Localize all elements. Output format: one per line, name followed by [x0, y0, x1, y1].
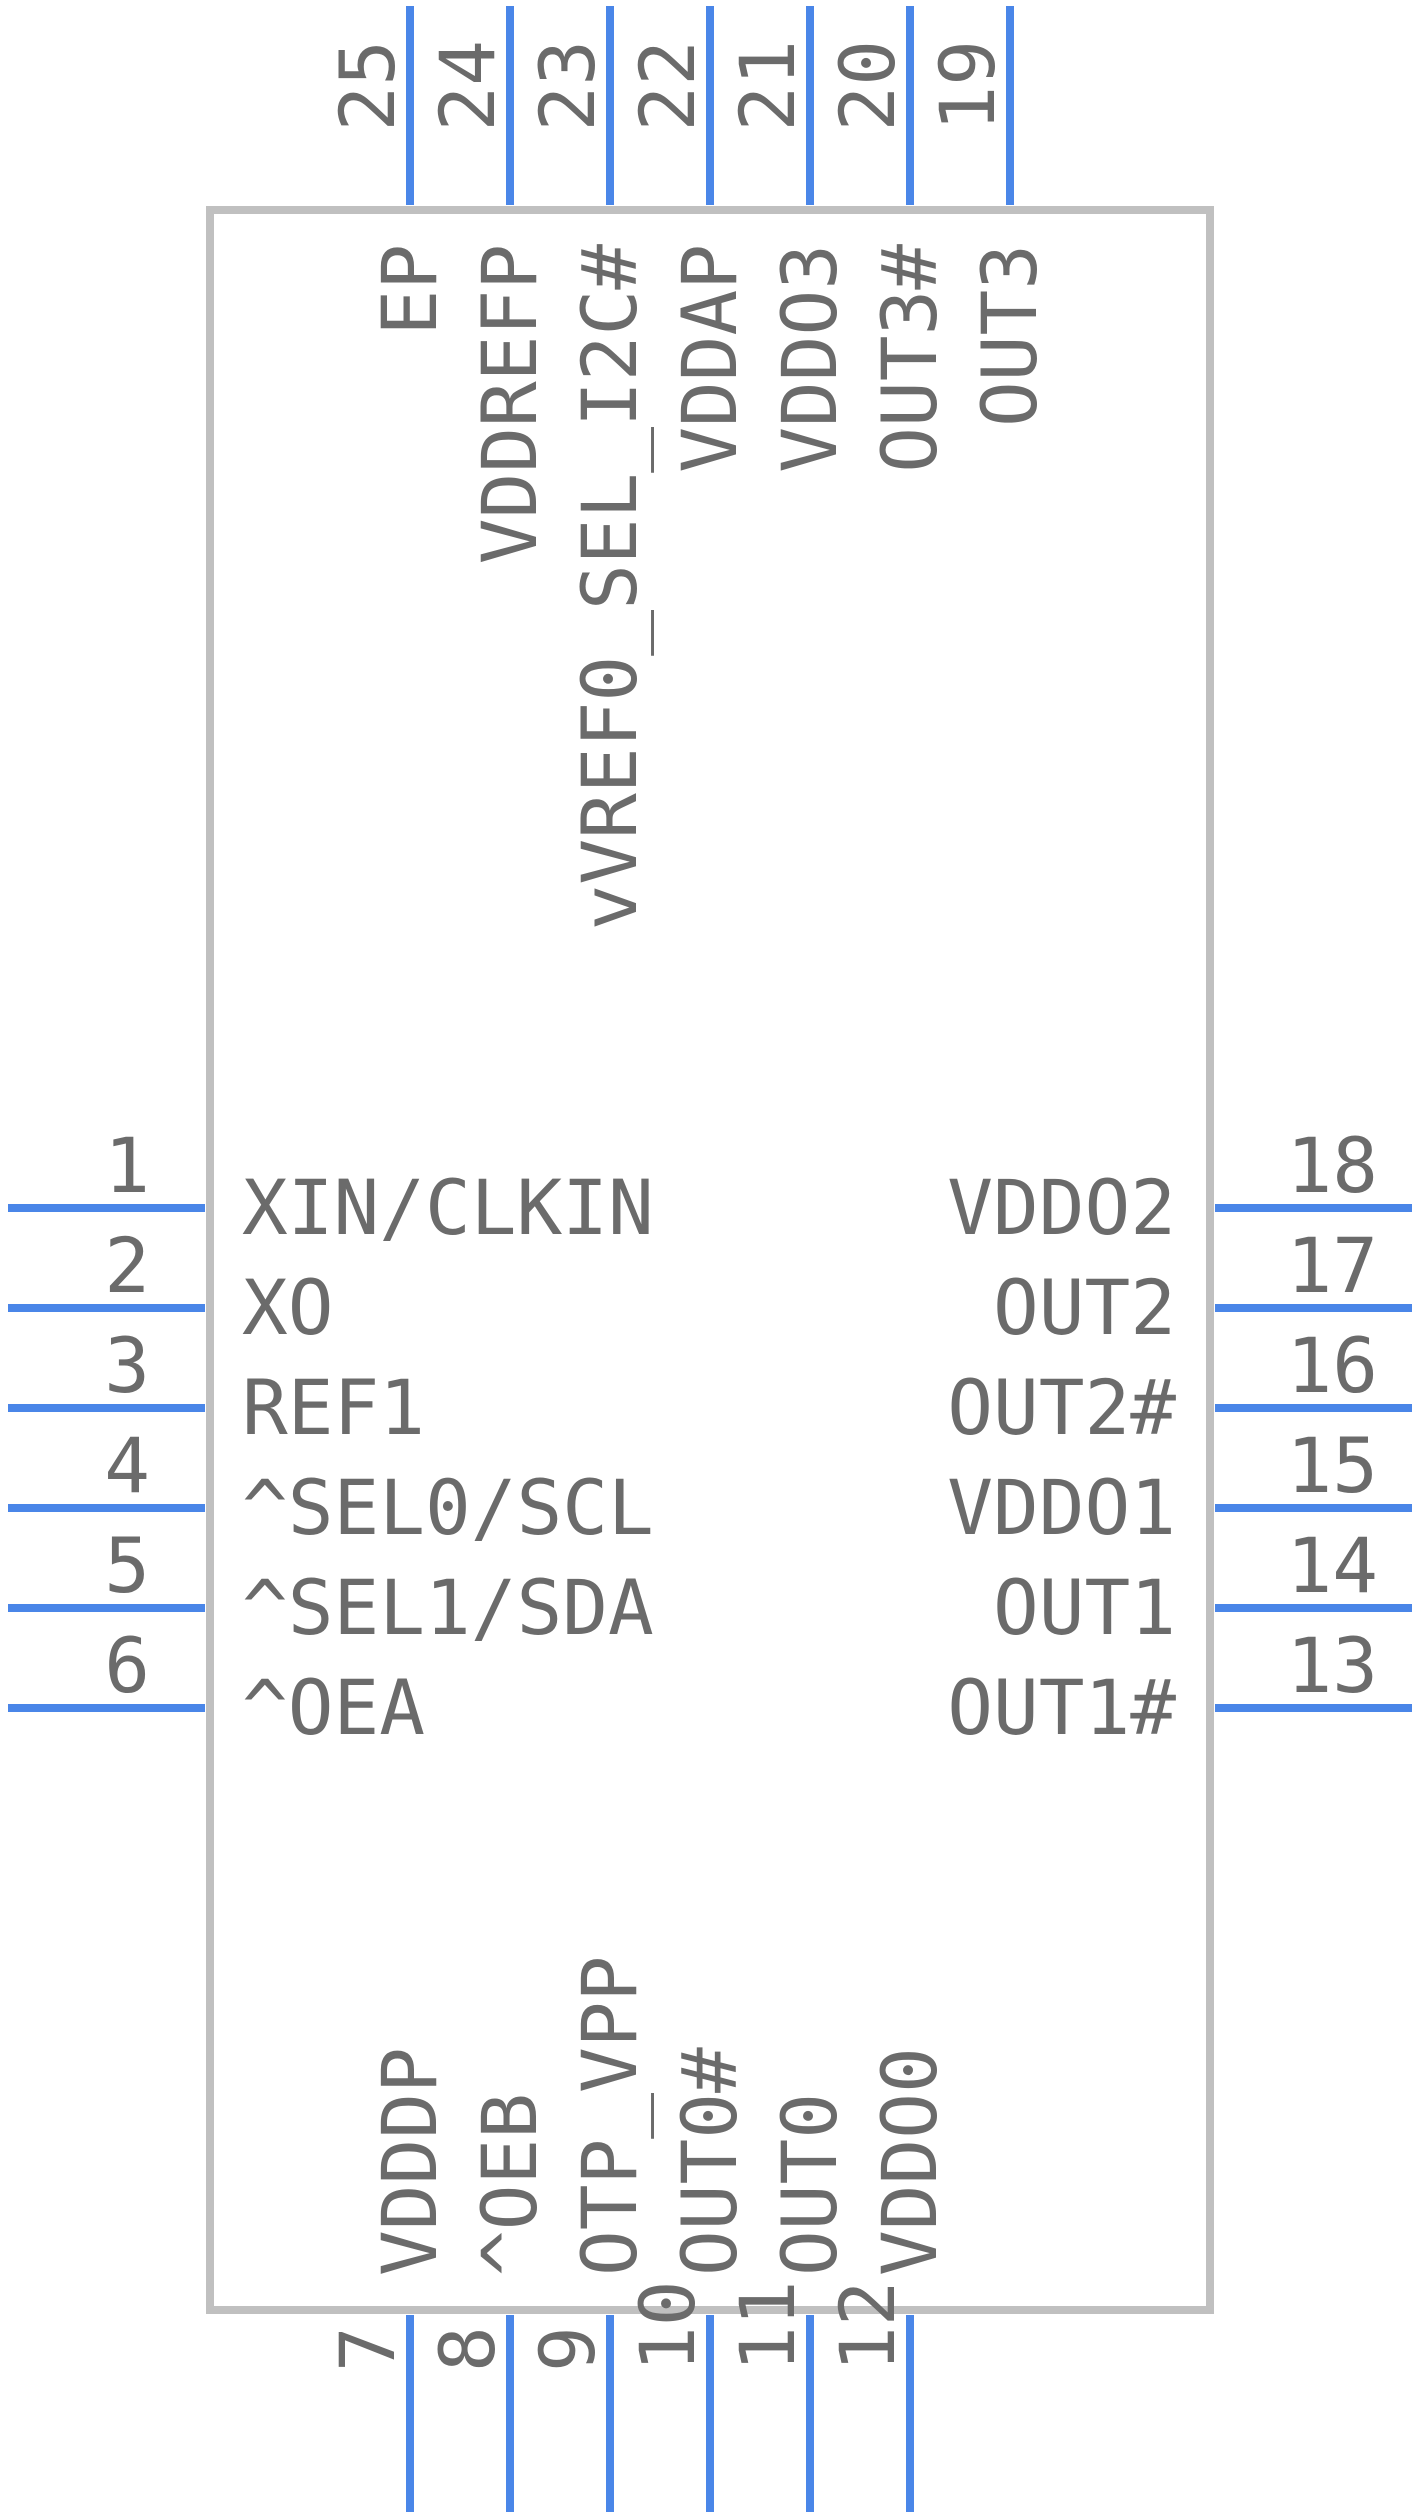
pin-number-21: 21	[723, 40, 812, 132]
pin-label-24: VDDREFP	[465, 244, 554, 564]
pin-label-16: OUT2#	[947, 1363, 1176, 1452]
pin-label-6: ^OEA	[242, 1663, 425, 1752]
pin-label-25: EP	[365, 244, 454, 336]
pin-label-15: VDDO1	[947, 1463, 1176, 1552]
pin-label-22: VDDAP	[665, 244, 754, 473]
pin-number-11: 11	[723, 2280, 812, 2372]
pin-label-20: OUT3#	[865, 244, 954, 473]
pin-number-13: 13	[1286, 1621, 1378, 1710]
pin-number-5: 5	[104, 1521, 150, 1610]
ic-body	[206, 206, 1214, 2314]
pin-number-16: 16	[1286, 1321, 1378, 1410]
pin-label-17: OUT2	[993, 1263, 1176, 1352]
pin-label-4: ^SEL0/SCL	[242, 1463, 654, 1552]
pin-number-6: 6	[104, 1621, 150, 1710]
pin-label-9: OTP_VPP	[565, 1956, 654, 2276]
pin-label-12: VDDO0	[865, 2047, 954, 2276]
pin-number-9: 9	[523, 2326, 612, 2372]
pin-number-19: 19	[923, 40, 1012, 132]
pin-number-25: 25	[323, 40, 412, 132]
pin-number-10: 10	[623, 2280, 712, 2372]
pin-label-7: VDDDP	[365, 2047, 454, 2276]
pin-label-3: REF1	[242, 1363, 425, 1452]
pin-label-11: OUT0	[765, 2093, 854, 2276]
pin-number-2: 2	[104, 1221, 150, 1310]
pin-number-4: 4	[104, 1421, 150, 1510]
pin-label-18: VDDO2	[947, 1163, 1176, 1252]
pin-number-22: 22	[623, 40, 712, 132]
pin-label-10: OUT0#	[665, 2047, 754, 2276]
pin-label-5: ^SEL1/SDA	[242, 1563, 654, 1652]
pin-label-8: ^OEB	[465, 2093, 554, 2276]
pin-number-3: 3	[104, 1321, 150, 1410]
pin-number-20: 20	[823, 40, 912, 132]
pin-label-23: vVREF0_SEL_I2C#	[565, 244, 654, 931]
left-pin-group: 1 XIN/CLKIN 2 XO 3 REF1 4 ^SEL0/SCL 5 ^SEL1/SDA 6 ^…	[8, 1121, 654, 1752]
pin-number-23: 23	[523, 40, 612, 132]
pin-number-18: 18	[1286, 1121, 1378, 1210]
pin-number-24: 24	[423, 40, 512, 132]
pin-number-8: 8	[423, 2326, 512, 2372]
pin-label-14: OUT1	[993, 1563, 1176, 1652]
pin-number-1: 1	[104, 1121, 150, 1210]
pin-number-7: 7	[323, 2326, 412, 2372]
pin-label-19: OUT3	[965, 244, 1054, 427]
pin-label-2: XO	[242, 1263, 334, 1352]
pin-label-13: OUT1#	[947, 1663, 1176, 1752]
pin-number-15: 15	[1286, 1421, 1378, 1510]
pin-number-12: 12	[823, 2280, 912, 2372]
right-pin-group: 18 VDDO2 17 OUT2 16 OUT2# 15 VDDO1 14 OUT1 13 OUT1#	[947, 1121, 1412, 1752]
pin-label-21: VDDO3	[765, 244, 854, 473]
pin-label-1: XIN/CLKIN	[242, 1163, 654, 1252]
pin-number-17: 17	[1286, 1221, 1378, 1310]
pin-number-14: 14	[1286, 1521, 1378, 1610]
